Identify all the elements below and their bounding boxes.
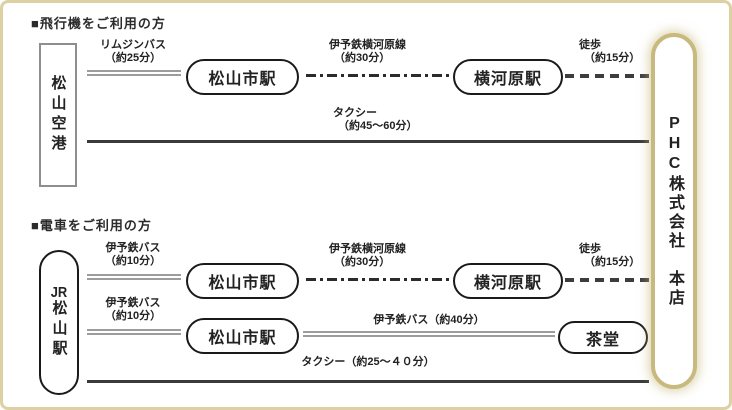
origin-label-airport: 松山空港 <box>49 75 67 155</box>
route-label-limousine-bus: リムジンバス （約25分） <box>100 39 166 64</box>
route-label-taxi-air: タクシー （約45～60分） <box>333 107 418 132</box>
walk-dashed-line <box>565 74 649 78</box>
bus-double-line <box>87 274 181 280</box>
origin-box-jr-matsuyama: JR松山駅 <box>39 250 79 395</box>
section-heading-train: ■電車をご利用の方 <box>31 218 152 233</box>
station-oval-matsuyamashi: 松山市駅 <box>186 263 299 299</box>
station-oval-matsuyamashi: 松山市駅 <box>186 318 299 354</box>
bus-double-line <box>87 329 181 335</box>
taxi-solid-line <box>87 380 649 383</box>
station-oval-matsuyamashi: 松山市駅 <box>186 59 299 95</box>
route-label-taxi-train: タクシー（約25～４０分） <box>301 356 435 368</box>
taxi-solid-line <box>87 140 649 143</box>
route-label-walk: 徒歩 （約15分） <box>579 39 641 64</box>
destination-label: PHC株式会社 本店 <box>666 114 683 308</box>
station-oval-yokogawara: 横河原駅 <box>453 263 563 299</box>
origin-label-jr: JR <box>50 285 68 300</box>
route-label-iyotetsu-line: 伊予鉄横河原線 （約30分） <box>329 39 406 64</box>
bus-double-line <box>87 70 181 76</box>
origin-box-matsuyama-airport: 松山空港 <box>39 43 77 187</box>
walk-dashed-line <box>565 278 649 282</box>
route-label-iyotetsu-line: 伊予鉄横河原線 （約30分） <box>329 243 406 268</box>
railway-dashdot-line <box>306 278 451 281</box>
route-label-walk: 徒歩 （約15分） <box>579 243 641 268</box>
route-label-iyotetsu-bus-40: 伊予鉄バス（約40分） <box>373 314 485 326</box>
route-label-iyotetsu-bus-2: 伊予鉄バス （約10分） <box>104 297 162 322</box>
station-oval-chado: 茶堂 <box>558 321 648 354</box>
bus-double-line <box>303 331 555 337</box>
section-heading-airplane: ■飛行機をご利用の方 <box>31 16 166 31</box>
route-label-iyotetsu-bus-1: 伊予鉄バス （約10分） <box>104 242 162 267</box>
destination-pill-phc-head-office: PHC株式会社 本店 <box>651 33 697 389</box>
railway-dashdot-line <box>306 74 451 77</box>
station-oval-yokogawara: 横河原駅 <box>453 59 563 95</box>
origin-label-matsuyama: 松山駅 <box>50 300 68 360</box>
